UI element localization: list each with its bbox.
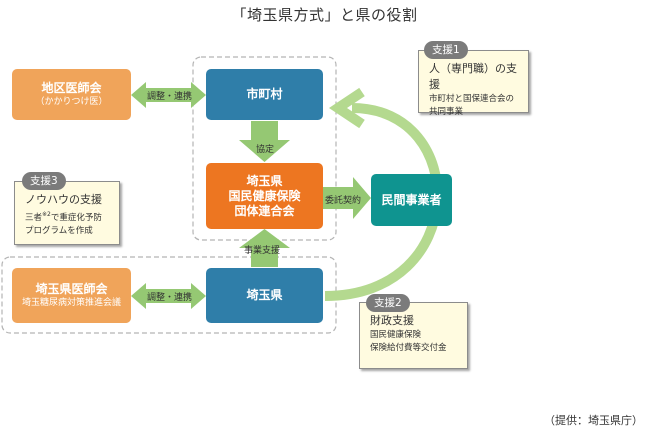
source-credit: （提供：埼玉県庁） xyxy=(544,414,643,427)
federation-box: 埼玉県 国民健康保険 団体連合会 xyxy=(206,163,323,229)
agreement-arrow xyxy=(239,121,290,162)
support3-sub1-pre: 三者 xyxy=(25,212,43,223)
prefecture-name: 埼玉県 xyxy=(246,288,283,302)
support3-sub1-note: ※2 xyxy=(42,211,51,218)
coord-top-arrow xyxy=(131,82,206,108)
support1-sub1: 市町村と国保連合会の xyxy=(429,94,515,104)
district-medical-sub: （かかりつけ医） xyxy=(35,96,108,107)
pref-medical-box: 埼玉県医師会 埼玉糖尿病対策推進会議 xyxy=(12,268,131,323)
coord-bottom-arrow xyxy=(131,283,206,309)
federation-line3: 団体連合会 xyxy=(234,203,295,218)
support1-sub2: 共同事業 xyxy=(429,107,464,117)
support-curve-arrowhead xyxy=(328,87,365,129)
support2-head: 財政支援 xyxy=(370,314,414,327)
consignment-label: 委託契約 xyxy=(325,196,362,206)
federation-line2: 国民健康保険 xyxy=(228,188,301,203)
support3-head: ノウハウの支援 xyxy=(25,193,102,206)
municipality-box: 市町村 xyxy=(206,69,323,120)
prefecture-box: 埼玉県 xyxy=(206,268,323,323)
support3-callout: ノウハウの支援 三者※2で重症化予防 プログラムを作成 xyxy=(14,181,120,245)
pref-medical-sub: 埼玉糖尿病対策推進会議 xyxy=(21,297,121,308)
district-medical-name: 地区医師会 xyxy=(41,80,102,95)
support2-sub1: 国民健康保険 xyxy=(370,330,422,340)
support1-badge: 支援1 xyxy=(424,41,468,59)
private-business-name: 民間事業者 xyxy=(381,192,442,207)
federation-line1: 埼玉県 xyxy=(246,173,283,188)
support3-sub1: 三者※2で重症化予防 xyxy=(25,208,111,225)
support1-head: 人（専門職）の支援 xyxy=(429,62,517,91)
support3-sub1-post: で重症化予防 xyxy=(50,212,102,223)
support1-callout: 人（専門職）の支援 市町村と国保連合会の 共同事業 xyxy=(418,50,529,117)
diagram-title: 「埼玉県方式」と県の役割 xyxy=(231,6,418,24)
coord-bottom-label: 調整・連携 xyxy=(147,293,193,303)
coord-top-label: 調整・連携 xyxy=(147,92,193,102)
district-medical-box: 地区医師会 （かかりつけ医） xyxy=(12,69,131,120)
consignment-arrow xyxy=(323,177,371,219)
business-support-label: 事業支援 xyxy=(244,246,281,256)
support3-badge: 支援3 xyxy=(22,172,66,190)
pref-medical-name: 埼玉県医師会 xyxy=(35,281,108,296)
agreement-label: 協定 xyxy=(256,145,275,155)
support3-sub2: プログラムを作成 xyxy=(25,225,93,236)
support2-callout: 財政支援 国民健康保険 保険給付費等交付金 xyxy=(359,302,468,369)
private-business-box: 民間事業者 xyxy=(371,174,452,226)
business-support-arrow xyxy=(239,229,290,267)
support2-badge: 支援2 xyxy=(366,294,410,312)
support2-sub2: 保険給付費等交付金 xyxy=(370,343,447,353)
municipality-name: 市町村 xyxy=(246,87,283,101)
